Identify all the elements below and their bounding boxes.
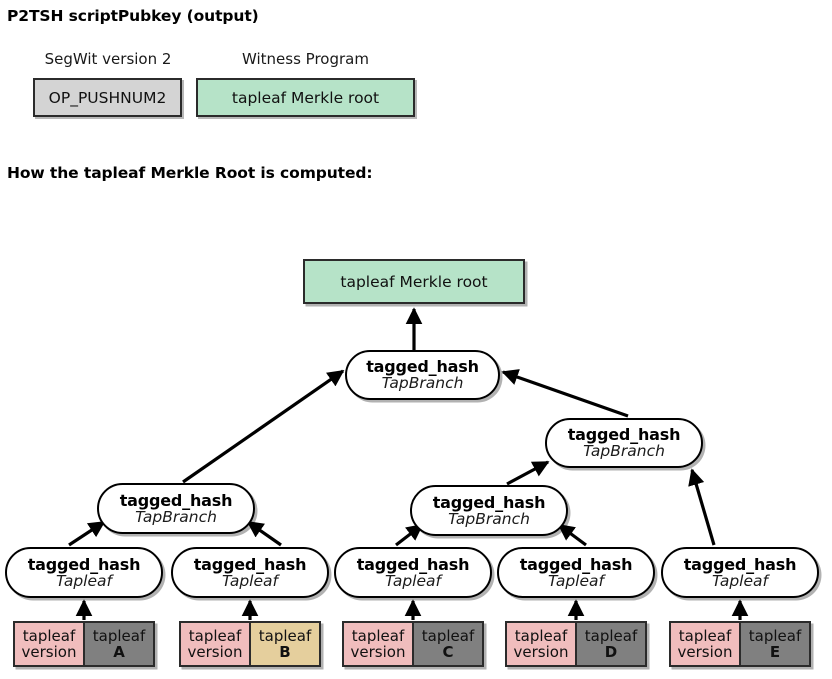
node-label-primary: tagged_hash xyxy=(356,554,470,574)
node-label-secondary: Tapleaf xyxy=(222,571,278,590)
leaf-box-e: tapleaf version tapleaf E xyxy=(669,621,811,667)
leaf-payload-line1: tapleaf xyxy=(92,626,146,645)
node-leaf-hash-b: tagged_hash Tapleaf xyxy=(171,547,329,598)
leaf-version-cell: tapleaf version xyxy=(15,623,85,665)
leaf-version-line1: tapleaf xyxy=(514,626,568,645)
leaf-payload-line2: B xyxy=(279,643,291,661)
leaf-version-line1: tapleaf xyxy=(22,626,76,645)
edge-leafa-to-branchab xyxy=(68,520,106,547)
leaf-payload-line1: tapleaf xyxy=(748,626,802,645)
node-leaf-hash-c: tagged_hash Tapleaf xyxy=(334,547,492,598)
node-label-secondary: TapBranch xyxy=(381,374,464,393)
tapleaf-merkle-root-box: tapleaf Merkle root xyxy=(303,259,525,304)
leaf-version-cell: tapleaf version xyxy=(181,623,251,665)
leaf-version-line2: version xyxy=(513,643,569,661)
field-segwit-version: OP_PUSHNUM2 xyxy=(33,78,182,117)
leaf-version-line2: version xyxy=(21,643,77,661)
leaf-version-line1: tapleaf xyxy=(188,626,242,645)
node-leaf-hash-e: tagged_hash Tapleaf xyxy=(661,547,819,598)
leaf-payload-line2: A xyxy=(113,643,125,661)
leaf-version-line2: version xyxy=(350,643,406,661)
node-label-primary: tagged_hash xyxy=(193,554,307,574)
caption-segwit-version: SegWit version 2 xyxy=(44,50,172,68)
node-label-primary: tagged_hash xyxy=(683,554,797,574)
leaf-version-cell: tapleaf version xyxy=(671,623,741,665)
node-label-secondary: Tapleaf xyxy=(548,571,604,590)
node-label-secondary: Tapleaf xyxy=(385,571,441,590)
node-label-primary: tagged_hash xyxy=(432,492,546,512)
leaf-payload-cell: tapleaf D xyxy=(577,623,645,665)
node-label-primary: tagged_hash xyxy=(567,425,681,444)
leaf-box-a: tapleaf version tapleaf A xyxy=(13,621,155,667)
node-branch-ab: tagged_hash TapBranch xyxy=(97,483,255,534)
node-label-secondary: TapBranch xyxy=(135,507,217,526)
leaf-box-d: tapleaf version tapleaf D xyxy=(505,621,647,667)
leaf-payload-line2: D xyxy=(604,643,618,661)
leaf-payload-line1: tapleaf xyxy=(258,626,312,645)
caption-witness-program: Witness Program xyxy=(242,50,369,68)
leaf-payload-cell: tapleaf B xyxy=(251,623,319,665)
edge-branchcd-to-branchright xyxy=(506,460,550,486)
edge-leafd-to-branchcd xyxy=(557,523,587,547)
node-label-secondary: TapBranch xyxy=(583,442,665,461)
field-witness-program: tapleaf Merkle root xyxy=(196,78,415,117)
leaf-payload-cell: tapleaf C xyxy=(414,623,482,665)
edge-branchright-to-branchtop xyxy=(501,369,629,418)
page-title-scriptpubkey: P2TSH scriptPubkey (output) xyxy=(7,7,259,25)
node-branch-cd: tagged_hash TapBranch xyxy=(410,485,568,536)
node-label-primary: tagged_hash xyxy=(519,554,633,574)
leaf-version-cell: tapleaf version xyxy=(344,623,414,665)
leaf-payload-line1: tapleaf xyxy=(584,626,638,645)
node-label-primary: tagged_hash xyxy=(119,490,233,510)
leaf-payload-cell: tapleaf A xyxy=(85,623,153,665)
leaf-version-line1: tapleaf xyxy=(351,626,405,645)
leaf-payload-line2: C xyxy=(442,643,454,661)
node-label-secondary: Tapleaf xyxy=(56,571,112,590)
node-branch-right: tagged_hash TapBranch xyxy=(545,418,703,468)
page-title-merkle-root: How the tapleaf Merkle Root is computed: xyxy=(7,164,373,182)
leaf-box-c: tapleaf version tapleaf C xyxy=(342,621,484,667)
leaf-payload-line2: E xyxy=(769,643,781,661)
leaf-box-b: tapleaf version tapleaf B xyxy=(179,621,321,667)
edge-branchab-to-branchtop xyxy=(182,369,345,484)
node-leaf-hash-d: tagged_hash Tapleaf xyxy=(497,547,655,598)
node-label-secondary: Tapleaf xyxy=(712,571,768,590)
leaf-version-cell: tapleaf version xyxy=(507,623,577,665)
edge-leafb-to-branchab xyxy=(246,520,282,547)
leaf-version-line1: tapleaf xyxy=(678,626,732,645)
leaf-payload-cell: tapleaf E xyxy=(741,623,809,665)
leaf-version-line2: version xyxy=(677,643,733,661)
node-label-primary: tagged_hash xyxy=(366,357,479,376)
edge-leafe-to-branchright xyxy=(688,468,716,546)
leaf-version-line2: version xyxy=(187,643,243,661)
leaf-payload-line1: tapleaf xyxy=(421,626,475,645)
node-leaf-hash-a: tagged_hash Tapleaf xyxy=(5,547,163,598)
node-label-secondary: TapBranch xyxy=(448,509,530,528)
node-label-primary: tagged_hash xyxy=(27,554,141,574)
node-branch-top: tagged_hash TapBranch xyxy=(345,350,500,400)
